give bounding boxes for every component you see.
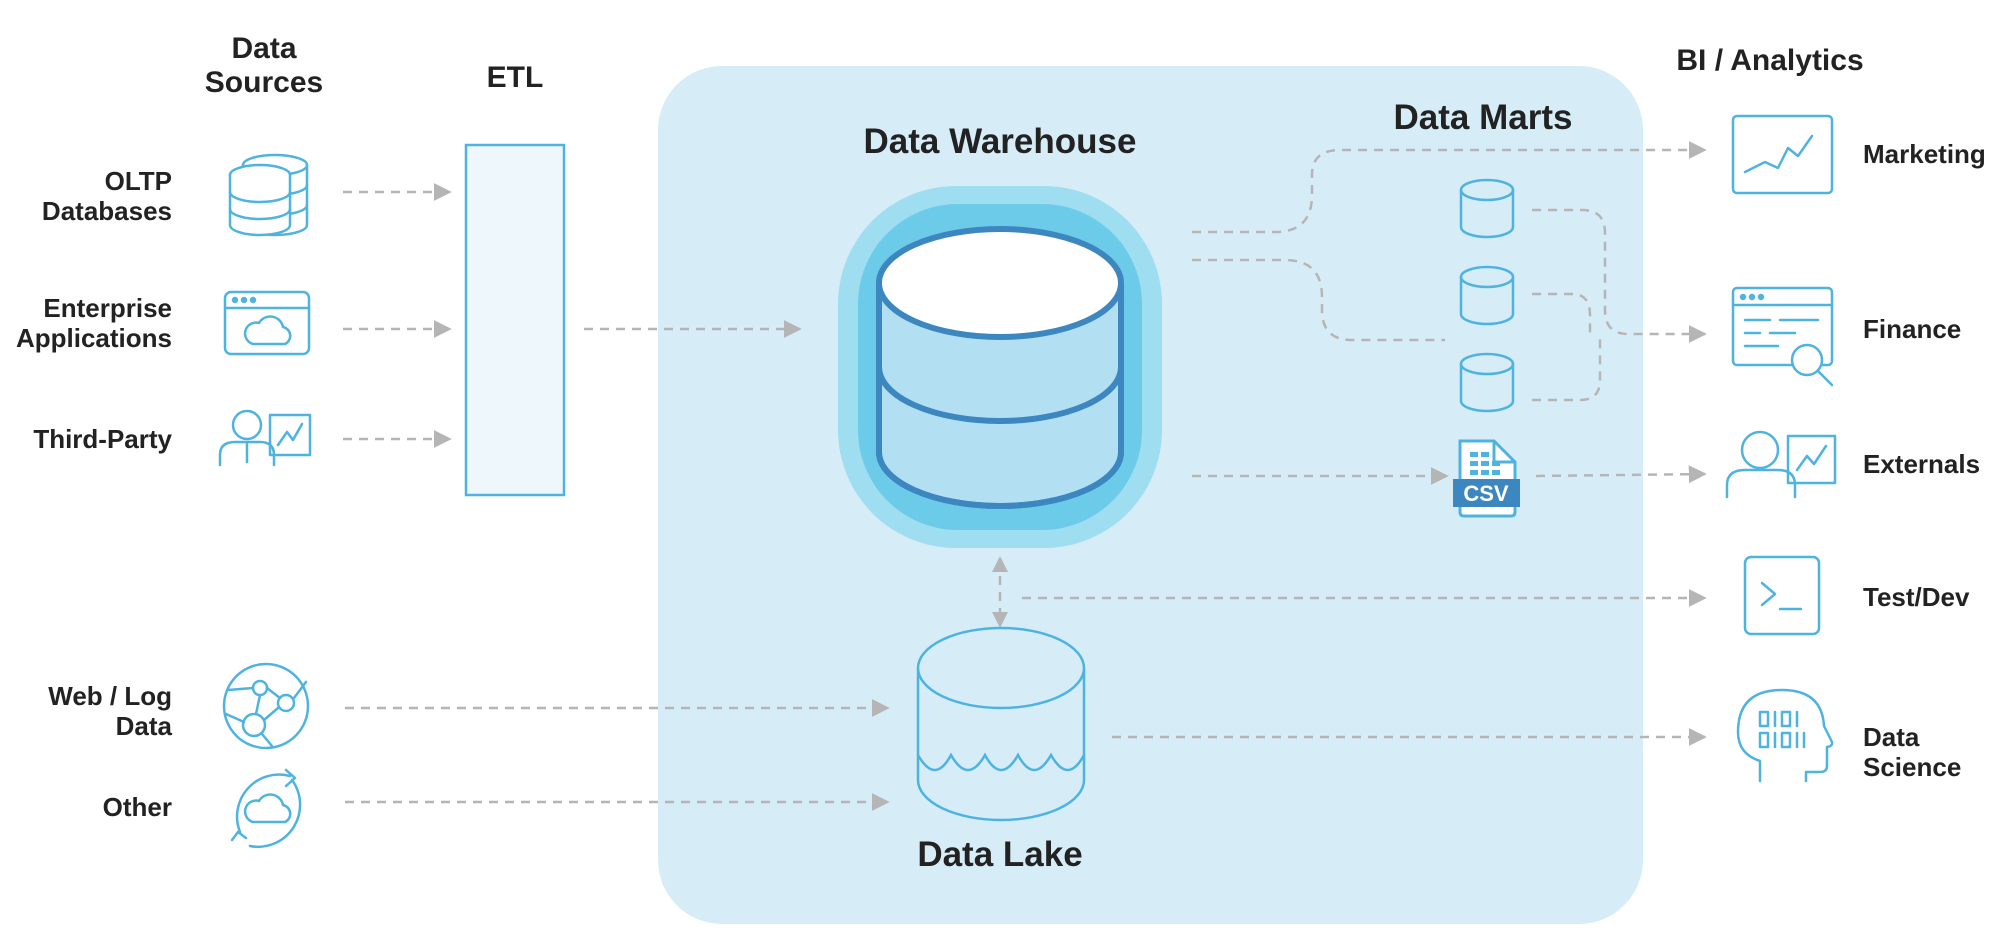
heading-data-warehouse: Data Warehouse [863, 122, 1137, 161]
heading-etl: ETL [486, 61, 544, 94]
connectors [343, 141, 1707, 811]
data-mart-1-icon [1459, 178, 1515, 239]
heading-data-marts: Data Marts [1393, 98, 1573, 137]
label-enterprise-applications: Enterprise Applications [15, 293, 172, 353]
lake-arrowheads [992, 556, 1008, 628]
label-test-dev: Test/Dev [1863, 582, 1970, 612]
label-finance: Finance [1863, 314, 1962, 344]
person-chart-icon [1725, 430, 1837, 499]
label-other: Other [102, 792, 172, 822]
label-oltp-databases: OLTP Databases [41, 166, 172, 226]
report-search-icon [1731, 286, 1834, 387]
label-marketing: Marketing [1863, 139, 1986, 169]
data-mart-2-icon [1459, 265, 1515, 326]
heading-bi-analytics: BI / Analytics [1676, 44, 1864, 77]
cloud-sync-icon [230, 768, 302, 848]
data-warehouse-icon [838, 186, 1162, 548]
label-externals: Externals [1863, 449, 1981, 479]
csv-file-icon: CSV [1453, 439, 1520, 518]
connector-mart3 [1532, 334, 1602, 402]
label-web-log-data: Web / Log Data [48, 681, 172, 741]
database-stack-icon [228, 153, 309, 237]
terminal-icon [1743, 555, 1821, 636]
arrow-warehouse-mart2 [1192, 258, 1445, 342]
arrow-finance [1532, 208, 1707, 343]
head-barcode-icon [1736, 688, 1834, 783]
heading-data-sources: Data Sources [204, 32, 324, 99]
etl-box [464, 143, 566, 497]
heading-data-lake: Data Lake [917, 835, 1083, 874]
arrow-externals [1535, 465, 1707, 484]
data-mart-cylinders [1459, 178, 1515, 413]
arrow-marketing [1192, 141, 1707, 234]
connector-mart2 [1532, 292, 1592, 334]
browser-cloud-icon [223, 290, 311, 356]
person-chart-icon [218, 409, 312, 467]
data-lake-icon [916, 626, 1086, 822]
label-third-party: Third-Party [33, 424, 172, 454]
line-chart-icon [1731, 114, 1834, 195]
data-mart-3-icon [1459, 352, 1515, 413]
label-data-science: Data Science [1863, 722, 1962, 782]
csv-label: CSV [1463, 481, 1509, 506]
network-globe-icon [222, 662, 310, 750]
